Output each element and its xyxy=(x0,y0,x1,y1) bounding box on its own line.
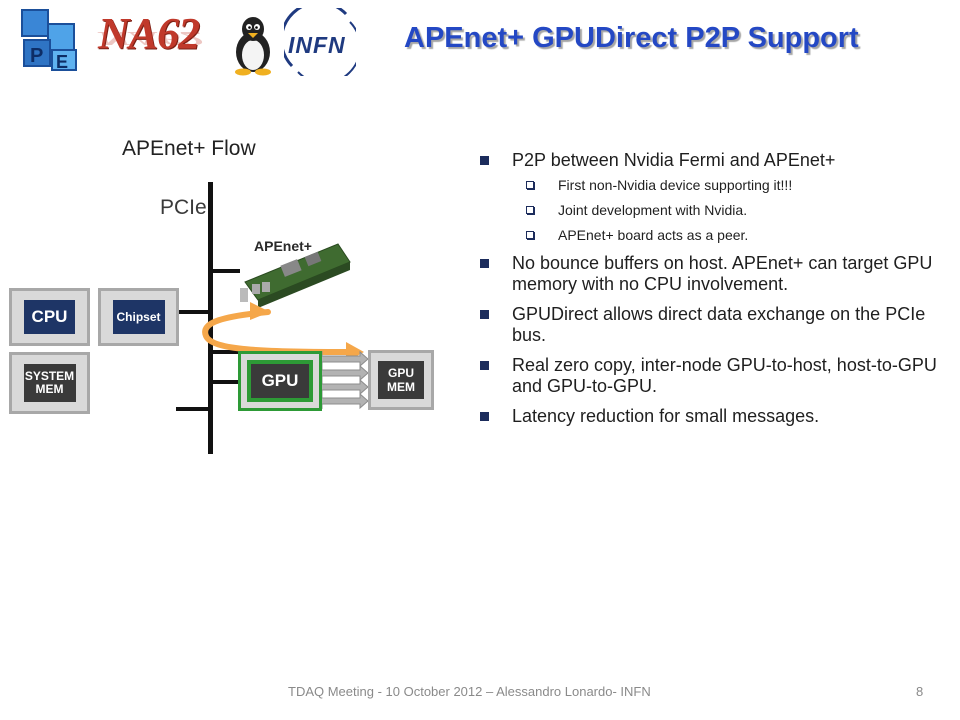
system-mem-block: SYSTEM MEM xyxy=(9,352,90,414)
cpu-block: CPU xyxy=(9,288,90,346)
bullet-item: P2P between Nvidia Fermi and APEnet+ Fir… xyxy=(476,150,952,244)
gpu-block-inner: GPU xyxy=(247,360,313,402)
flow-label: APEnet+ Flow xyxy=(122,137,256,160)
cpu-block-inner: CPU xyxy=(24,300,75,334)
system-mem-label-line2: MEM xyxy=(35,382,64,396)
slide-title: APEnet+ GPUDirect P2P Support xyxy=(404,22,859,54)
bullet-item: No bounce buffers on host. APEnet+ can t… xyxy=(476,253,952,295)
page-number: 8 xyxy=(916,684,924,699)
tux-penguin-icon xyxy=(228,14,278,76)
sub-bullet-list: First non-Nvidia device supporting it!!!… xyxy=(512,177,952,244)
sub-bullet-item: APEnet+ board acts as a peer. xyxy=(476,227,952,244)
chipset-block-inner: Chipset xyxy=(112,300,165,334)
bus-tap-gpu-1 xyxy=(208,350,240,354)
system-mem-block-inner: SYSTEM MEM xyxy=(23,364,76,402)
ape-logo: P E xyxy=(18,6,82,72)
bus-tap-chipset xyxy=(176,310,210,314)
na62-logo-text: NA62 xyxy=(98,9,200,58)
apenet-board-image xyxy=(240,243,351,308)
sub-bullet-item: First non-Nvidia device supporting it!!! xyxy=(476,177,952,194)
pcie-bus xyxy=(208,182,213,454)
bus-tap-lower xyxy=(176,407,210,411)
apenet-board-label: APEnet+ xyxy=(254,238,312,254)
apenet-flow-diagram: PCIe APEnet+ CPU Chipset SYSTEM MEM GPU … xyxy=(0,170,450,470)
sub-bullet-text: First non-Nvidia device supporting it!!! xyxy=(558,177,793,193)
infn-logo-text: INFN xyxy=(288,32,346,58)
bullet-text: GPUDirect allows direct data exchange on… xyxy=(512,304,926,345)
bullet-text: P2P between Nvidia Fermi and APEnet+ xyxy=(512,150,836,170)
pcie-label: PCIe xyxy=(160,196,207,219)
sub-bullet-text: Joint development with Nvidia. xyxy=(558,202,748,218)
infn-logo: INFN xyxy=(284,8,356,76)
gpu-mem-block-inner: GPU MEM xyxy=(378,361,424,399)
cpu-label: CPU xyxy=(31,307,68,326)
bullet-item: Real zero copy, inter-node GPU-to-host, … xyxy=(476,355,952,397)
na62-logo: NA62 NA62 xyxy=(98,8,228,78)
bus-tap-apenet xyxy=(208,269,240,273)
bus-tap-gpu-2 xyxy=(208,380,240,384)
gpu-mem-label-line1: GPU xyxy=(387,366,414,380)
sub-bullet-item: Joint development with Nvidia. xyxy=(476,202,952,219)
svg-text:E: E xyxy=(56,52,68,72)
chipset-block: Chipset xyxy=(98,288,179,346)
chipset-label: Chipset xyxy=(116,310,161,324)
bullet-list: P2P between Nvidia Fermi and APEnet+ Fir… xyxy=(476,150,952,436)
gpu-mem-label-line2: MEM xyxy=(387,380,415,394)
gpu-label: GPU xyxy=(261,371,299,390)
footer-text: TDAQ Meeting - 10 October 2012 – Alessan… xyxy=(288,684,651,699)
bullet-item: GPUDirect allows direct data exchange on… xyxy=(476,304,952,346)
system-mem-label-line1: SYSTEM xyxy=(24,369,75,383)
svg-text:P: P xyxy=(30,45,43,67)
bullet-text: Real zero copy, inter-node GPU-to-host, … xyxy=(512,355,937,396)
bullet-item: Latency reduction for small messages. xyxy=(476,406,952,427)
gpu-mem-arrows xyxy=(313,350,369,410)
bullet-text: Latency reduction for small messages. xyxy=(512,406,820,426)
bullet-text: No bounce buffers on host. APEnet+ can t… xyxy=(512,253,933,294)
gpu-mem-block: GPU MEM xyxy=(368,350,434,410)
gpu-block: GPU xyxy=(238,351,322,411)
flow-arrow xyxy=(202,309,355,355)
na62-logo-reflection: NA62 xyxy=(98,27,204,50)
sub-bullet-text: APEnet+ board acts as a peer. xyxy=(558,227,749,243)
